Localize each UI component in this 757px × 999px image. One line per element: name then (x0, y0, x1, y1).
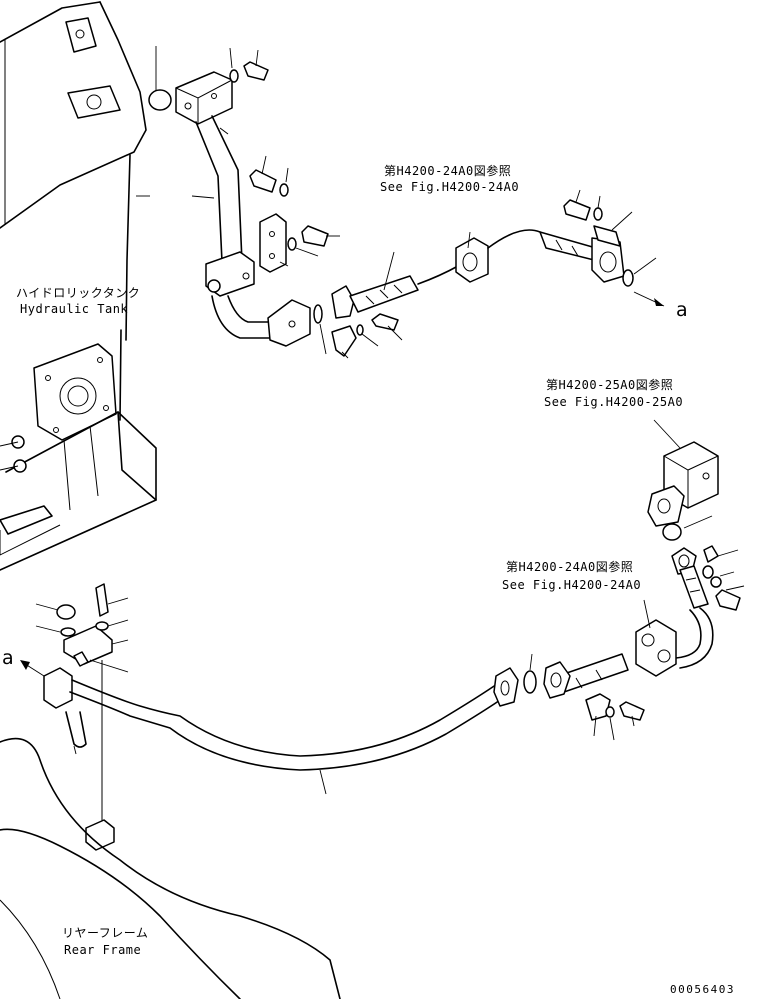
pipe-clamp (56, 583, 115, 851)
hydraulic-tank-label-jp: ハイドロリックタンク (16, 286, 141, 300)
lower-right-hose (523, 619, 677, 721)
rear-frame-label-en: Rear Frame (64, 943, 142, 957)
lower-pipe (43, 667, 519, 771)
ref3-label-jp: 第H4200-24A0図参照 (506, 560, 634, 574)
arrow-markers (20, 291, 665, 677)
hydraulic-tank-label-en: Hydraulic Tank (20, 302, 129, 316)
document-number: 00056403 (670, 983, 735, 996)
arrow-a-right-label: a (676, 299, 688, 321)
tank-mount-bracket (0, 343, 157, 571)
arrow-a-left-label: a (2, 647, 14, 669)
ref1-label-en: See Fig.H4200-24A0 (380, 180, 520, 194)
ref2-label-en: See Fig.H4200-25A0 (544, 395, 684, 409)
upper-pipe-assembly (175, 71, 311, 347)
ref3-label-en: See Fig.H4200-24A0 (502, 578, 642, 592)
right-hose-fitting (671, 545, 741, 669)
leader-lines (35, 46, 745, 795)
rear-frame (0, 737, 341, 999)
upper-hose (331, 199, 634, 319)
valve-block (647, 441, 719, 541)
upper-hardware (148, 61, 399, 357)
rear-frame-label-jp: リヤーフレーム (62, 926, 149, 940)
ref1-label-jp: 第H4200-24A0図参照 (384, 164, 512, 178)
hydraulic-tank (0, 1, 147, 421)
ref2-label-jp: 第H4200-25A0図参照 (546, 378, 674, 392)
